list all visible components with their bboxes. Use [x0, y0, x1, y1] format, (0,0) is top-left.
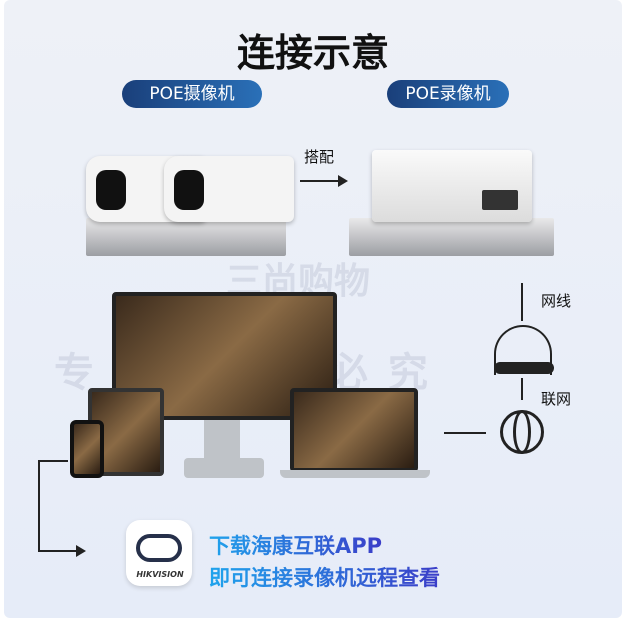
phone — [70, 420, 104, 478]
nvr-label: POE录像机 — [387, 80, 509, 108]
brand-logo: HIKVISION — [136, 570, 184, 579]
internet-label: 联网 — [541, 390, 572, 408]
cloud-icon — [136, 534, 182, 562]
cable-label: 网线 — [541, 292, 572, 310]
globe-icon — [500, 410, 544, 454]
bullet-camera-2 — [164, 156, 294, 222]
page-title: 连接示意 — [236, 31, 389, 75]
arrow-right-icon — [300, 180, 340, 182]
pair-label: 搭配 — [304, 148, 335, 166]
laptop-screen — [290, 388, 418, 472]
connection-diagram: 三尚购物 专属 盗图必究 连接示意 POE摄像机 POE录像机 搭配 网线 联网… — [4, 0, 622, 618]
camera-label: POE摄像机 — [122, 80, 262, 108]
hikconnect-app-icon[interactable]: HIKVISION — [126, 520, 192, 586]
arrow-left-icon — [444, 432, 486, 434]
app-cta-line1: 下载海康互联APP — [209, 530, 382, 560]
app-cta-line2: 即可连接录像机远程查看 — [209, 562, 440, 592]
arrow-to-app-icon — [38, 550, 76, 552]
nvr-recorder — [372, 150, 532, 222]
router-icon — [494, 325, 552, 375]
camera-shelf — [86, 218, 286, 256]
nvr-shelf — [349, 218, 554, 256]
